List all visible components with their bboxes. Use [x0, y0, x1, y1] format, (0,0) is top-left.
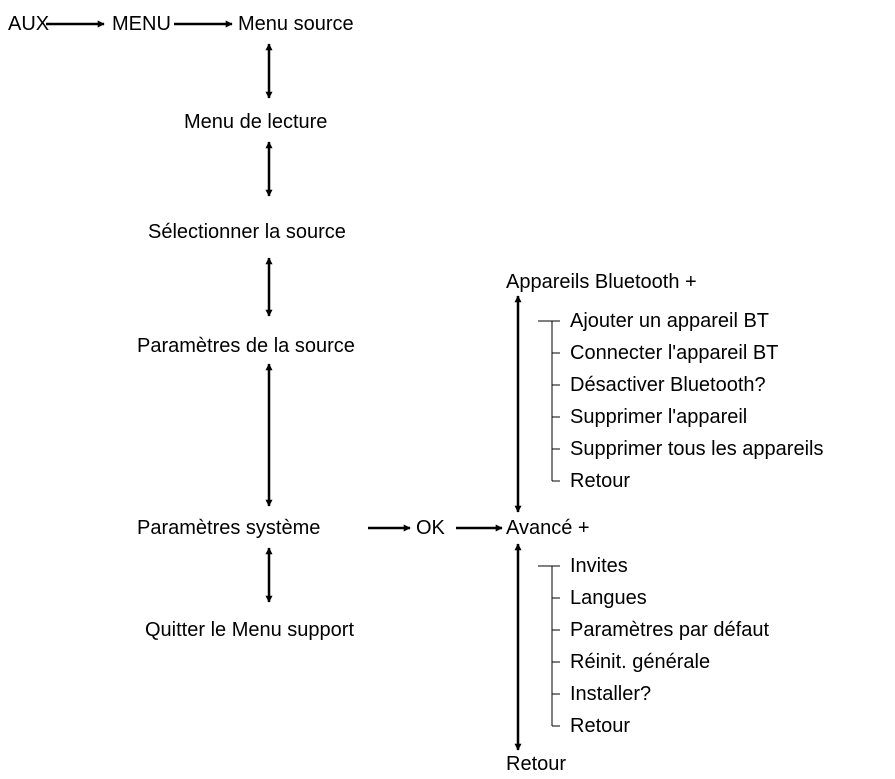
- advanced-item: Langues: [570, 587, 647, 609]
- menu-source-label: Menu source: [238, 13, 354, 35]
- ok-label: OK: [416, 517, 445, 539]
- bluetooth-item: Supprimer tous les appareils: [570, 438, 824, 460]
- advanced-item: Retour: [570, 715, 631, 737]
- advanced-bottom-retour: Retour: [506, 753, 567, 775]
- select-source-label: Sélectionner la source: [148, 221, 346, 243]
- quit-label: Quitter le Menu support: [145, 619, 354, 641]
- bluetooth-item: Désactiver Bluetooth?: [570, 374, 766, 396]
- bluetooth-item: Ajouter un appareil BT: [570, 310, 770, 332]
- advanced-title: Avancé +: [506, 517, 590, 539]
- advanced-item: Installer?: [570, 683, 652, 705]
- aux-label: AUX: [8, 13, 50, 35]
- bluetooth-title: Appareils Bluetooth +: [506, 271, 697, 293]
- menu-label: MENU: [112, 13, 171, 35]
- menu-lecture-label: Menu de lecture: [184, 111, 328, 133]
- bluetooth-item: Supprimer l'appareil: [570, 406, 748, 428]
- bluetooth-item: Connecter l'appareil BT: [570, 342, 779, 364]
- bluetooth-item: Retour: [570, 470, 631, 492]
- advanced-item: Paramètres par défaut: [570, 619, 769, 641]
- bluetooth-bracket: [538, 320, 560, 482]
- advanced-item: Réinit. générale: [570, 651, 711, 673]
- source-params-label: Paramètres de la source: [137, 335, 355, 357]
- advanced-item: Invites: [570, 555, 628, 577]
- advanced-bracket: [538, 565, 560, 727]
- system-params-label: Paramètres système: [137, 517, 321, 539]
